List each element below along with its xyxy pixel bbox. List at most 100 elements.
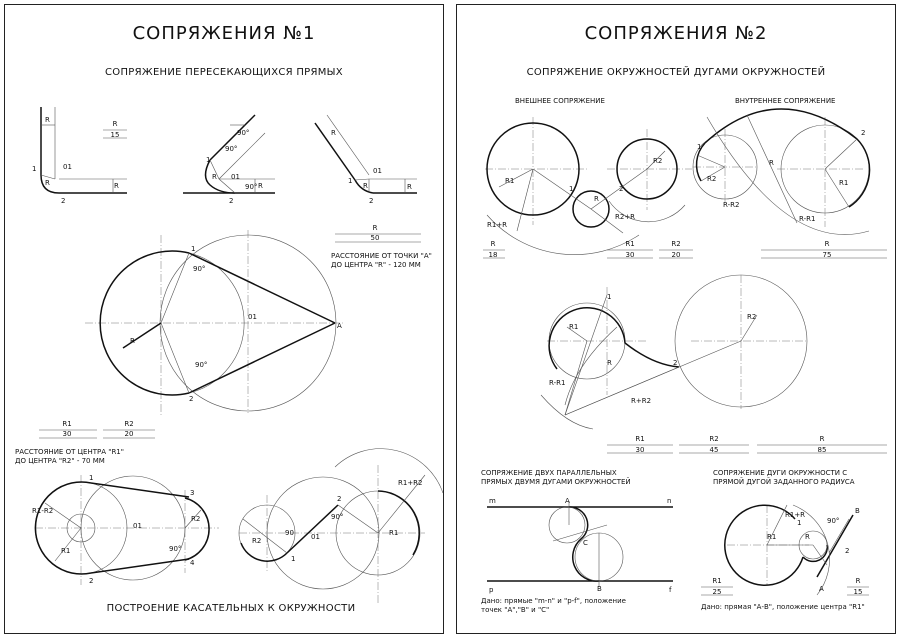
parallel-note-line2: точек "А","В" и "С" (481, 606, 549, 614)
sheet-2-title: СОПРЯЖЕНИЯ №2 (585, 23, 768, 44)
table-mixed-r-head: R (820, 435, 825, 443)
label-r: R (363, 182, 368, 190)
label-point-2: 2 (229, 197, 233, 205)
note-distance-a-line1: РАССТОЯНИЕ ОТ ТОЧКИ "А" (331, 252, 432, 260)
label-point-a: A (565, 497, 570, 505)
table-mixed-r1-value: 30 (636, 446, 645, 454)
label-point-1: 1 (697, 143, 701, 151)
label-center-o1: 01 (248, 313, 257, 321)
sheet-2: СОПРЯЖЕНИЯ №2 СОПРЯЖЕНИЕ ОКРУЖНОСТЕЙ ДУГ… (456, 4, 896, 634)
label-r1-plus-r: R1+R (785, 511, 805, 519)
section-intersecting-lines-title: СОПРЯЖЕНИЕ ПЕРЕСЕКАЮЩИХСЯ ПРЯМЫХ (105, 67, 343, 78)
table-ext-r-value: 18 (489, 251, 498, 259)
label-angle-90: 90 (285, 529, 294, 537)
label-center-o1: 01 (373, 167, 382, 175)
sheet-1-title: СОПРЯЖЕНИЯ №1 (133, 23, 316, 44)
label-point-2: 2 (89, 577, 93, 585)
arc-line-figure: R1 R1+R R 90° B A 1 2 (724, 504, 860, 596)
label-r: R (805, 533, 810, 541)
label-r-plus-r2: R+R2 (631, 397, 651, 405)
label-point-2: 2 (845, 547, 849, 555)
label-deg90: 90° (331, 513, 343, 521)
table-r-15-value: 15 (854, 588, 863, 596)
label-r-minus-r1: R-R1 (799, 215, 815, 223)
label-p: p (489, 586, 494, 594)
label-deg90: 90° (827, 517, 839, 525)
arc-line-title-line1: СОПРЯЖЕНИЕ ДУГИ ОКРУЖНОСТИ С (713, 469, 847, 477)
label-point-1: 1 (191, 245, 195, 253)
table-ext-r2-value: 20 (672, 251, 681, 259)
table-external: R 18 R1 30 R2 20 (483, 240, 693, 259)
label-r2-plus-r: R2+R (615, 213, 635, 221)
label-point-1: 1 (348, 177, 352, 185)
label-r2: R2 (747, 313, 756, 321)
table-r2-head: R2 (124, 420, 133, 428)
label-center-o1: 01 (133, 522, 142, 530)
table-r-15: R 15 (103, 120, 127, 139)
label-r: R (45, 116, 50, 124)
label-deg90: 90° (225, 145, 237, 153)
mixed-conjugation-figure: R1 R2 R R-R1 R+R2 1 2 (540, 274, 808, 430)
label-point-2: 2 (189, 395, 193, 403)
table-r50-head: R (373, 224, 378, 232)
table-r-15-head: R (856, 577, 861, 585)
external-tangents-figure: R1-R2 R1 R2 01 1 2 3 4 90° (32, 474, 219, 585)
label-r1-plus-r2: R1+R2 (398, 479, 423, 487)
table-mixed-r1-head: R1 (635, 435, 644, 443)
label-point-b: B (855, 507, 860, 515)
label-r1: R1 (389, 529, 398, 537)
label-r: R (212, 173, 217, 181)
table-r50-value: 50 (371, 234, 380, 242)
external-conjugation-figure: R1 R2 R R1+R R2+R 1 2 (485, 117, 692, 255)
label-point-1: 1 (291, 555, 295, 563)
table-r1-r2: R1 30 R2 20 (39, 420, 155, 439)
label-r: R (258, 182, 263, 190)
label-r: R (607, 359, 612, 367)
label-r: R (114, 182, 119, 190)
label-point-2: 2 (337, 495, 341, 503)
label-r1: R1 (505, 177, 514, 185)
label-r: R (130, 337, 135, 345)
sheet-1: СОПРЯЖЕНИЯ №1 СОПРЯЖЕНИЕ ПЕРЕСЕКАЮЩИХСЯ … (4, 4, 444, 634)
label-r2: R2 (191, 515, 200, 523)
label-center-o1: 01 (231, 173, 240, 181)
table-mixed-r-value: 85 (818, 446, 827, 454)
label-point-2: 2 (369, 197, 373, 205)
table-mixed-r2-head: R2 (709, 435, 718, 443)
fillet-right-angle-figure: R R R 1 01 2 (32, 107, 127, 205)
label-point-1: 1 (32, 165, 36, 173)
table-r-value: 15 (111, 131, 120, 139)
label-r: R (594, 195, 599, 203)
internal-conjugation-figure: 1 2 R2 R1 R R-R2 R-R1 (692, 108, 871, 235)
label-center-o1: 01 (63, 163, 72, 171)
table-mixed: R1 30 R2 45 R 85 (607, 435, 887, 454)
table-r-50: R 50 (335, 224, 421, 243)
table-r1-25-r-15: R1 25 R 15 (701, 577, 869, 596)
table-mixed-r2-value: 45 (710, 446, 719, 454)
internal-conjugation-label: ВНУТРЕННЕЕ СОПРЯЖЕНИЕ (735, 97, 835, 105)
label-r1-r2: R1-R2 (32, 507, 53, 515)
label-r1-plus-r: R1+R (487, 221, 507, 229)
fillet-acute-angle-figure: 90° 90° 90° 1 01 R R 2 (183, 114, 275, 205)
label-point-3: 3 (190, 489, 194, 497)
label-deg90: 90° (195, 361, 207, 369)
label-r1: R1 (61, 547, 70, 555)
table-r-head: R (113, 120, 118, 128)
label-r-minus-r1: R-R1 (549, 379, 565, 387)
label-point-2: 2 (619, 185, 623, 193)
label-deg90: 90° (193, 265, 205, 273)
label-r: R (45, 179, 50, 187)
table-ext-r2-head: R2 (671, 240, 680, 248)
label-point-1: 1 (607, 293, 611, 301)
note-distance-r1r2-line2: ДО ЦЕНТРА "R2" - 70 ММ (15, 457, 105, 465)
sheet-1-drawing: СОПРЯЖЕНИЯ №1 СОПРЯЖЕНИЕ ПЕРЕСЕКАЮЩИХСЯ … (15, 23, 443, 614)
label-point-1: 1 (569, 185, 573, 193)
label-deg90: 90° (169, 545, 181, 553)
label-r2: R2 (707, 175, 716, 183)
label-r1: R1 (569, 323, 578, 331)
label-point-2: 2 (61, 197, 65, 205)
label-r2: R2 (252, 537, 261, 545)
label-r: R (769, 159, 774, 167)
label-r: R (331, 129, 336, 137)
fillet-obtuse-angle-figure: R R R 1 01 2 (314, 114, 417, 205)
